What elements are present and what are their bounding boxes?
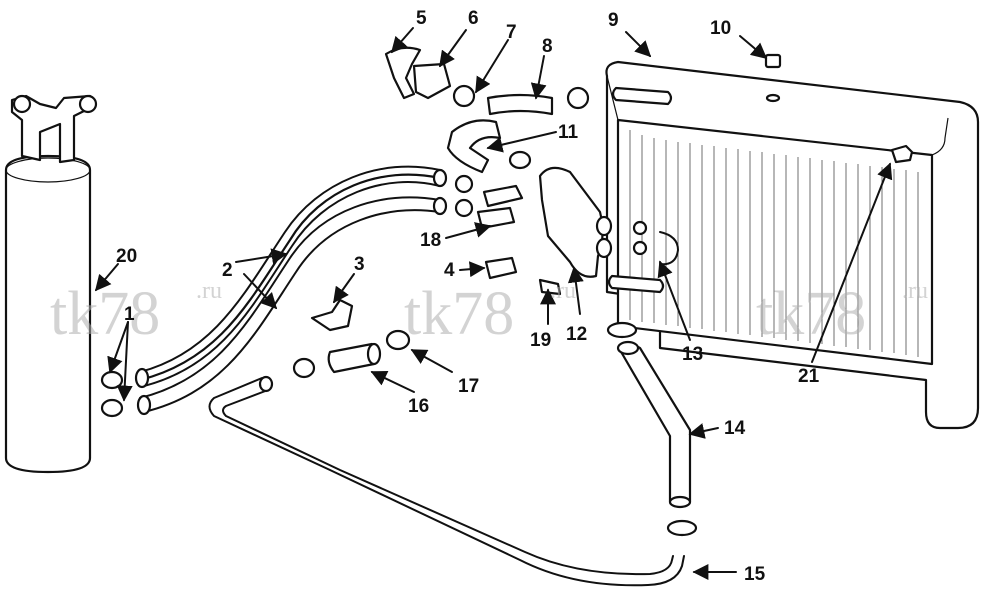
callout-11: 11 [558, 122, 579, 143]
hose-8 [486, 93, 554, 116]
watermark-text: tk78 [50, 280, 160, 348]
valve-3 [310, 298, 354, 332]
fitting-4 [484, 256, 518, 280]
radiator [605, 60, 980, 430]
callout-20: 20 [116, 246, 137, 267]
return-tube [208, 375, 685, 587]
hose-11 [446, 119, 532, 174]
callout-1: 1 [124, 304, 135, 325]
watermark-suffix: .ru [196, 278, 222, 304]
hose-16 [327, 342, 382, 374]
callout-10: 10 [710, 18, 731, 39]
radiator-core-fins [629, 130, 919, 357]
hose-14 [616, 340, 692, 509]
callout-13: 13 [682, 344, 703, 365]
callout-17: 17 [458, 376, 479, 397]
callout-9: 9 [608, 10, 619, 31]
callout-18: 18 [420, 230, 441, 251]
callout-19: 19 [530, 330, 551, 351]
radiator-cap [764, 53, 782, 103]
callout-labels: 1 2 3 4 5 6 7 8 9 10 11 12 13 14 15 16 1… [116, 8, 820, 585]
fitting-6 [412, 62, 452, 100]
fittings-18 [454, 174, 524, 230]
hose-pair [134, 165, 448, 416]
leader-lines [94, 27, 893, 580]
clamp-14-top [606, 321, 638, 339]
callout-21: 21 [798, 366, 820, 387]
callout-8: 8 [542, 36, 553, 57]
clamp-14-bottom [666, 519, 698, 537]
callout-3: 3 [354, 254, 365, 275]
callout-16: 16 [408, 396, 429, 417]
callout-5: 5 [416, 8, 427, 29]
callout-6: 6 [468, 8, 479, 29]
callout-14: 14 [724, 418, 746, 439]
watermark-suffix: .ru [902, 278, 928, 304]
clamps-17 [292, 329, 411, 379]
watermark-suffix: .ru [550, 278, 576, 304]
watermark-text: tk78 [404, 280, 514, 348]
drain-fitting [890, 144, 914, 164]
reservoir-canister [4, 94, 98, 474]
clamps-7 [452, 84, 590, 110]
callout-4: 4 [444, 260, 455, 281]
watermark: tk78 .ru tk78 .ru tk78 .ru [50, 278, 928, 348]
manifold-12 [538, 166, 613, 278]
watermark-text: tk78 [756, 280, 866, 348]
callout-2: 2 [222, 260, 233, 281]
callout-15: 15 [744, 564, 766, 585]
clamps-1 [100, 370, 124, 418]
callout-12: 12 [566, 324, 587, 345]
callout-7: 7 [506, 22, 517, 43]
